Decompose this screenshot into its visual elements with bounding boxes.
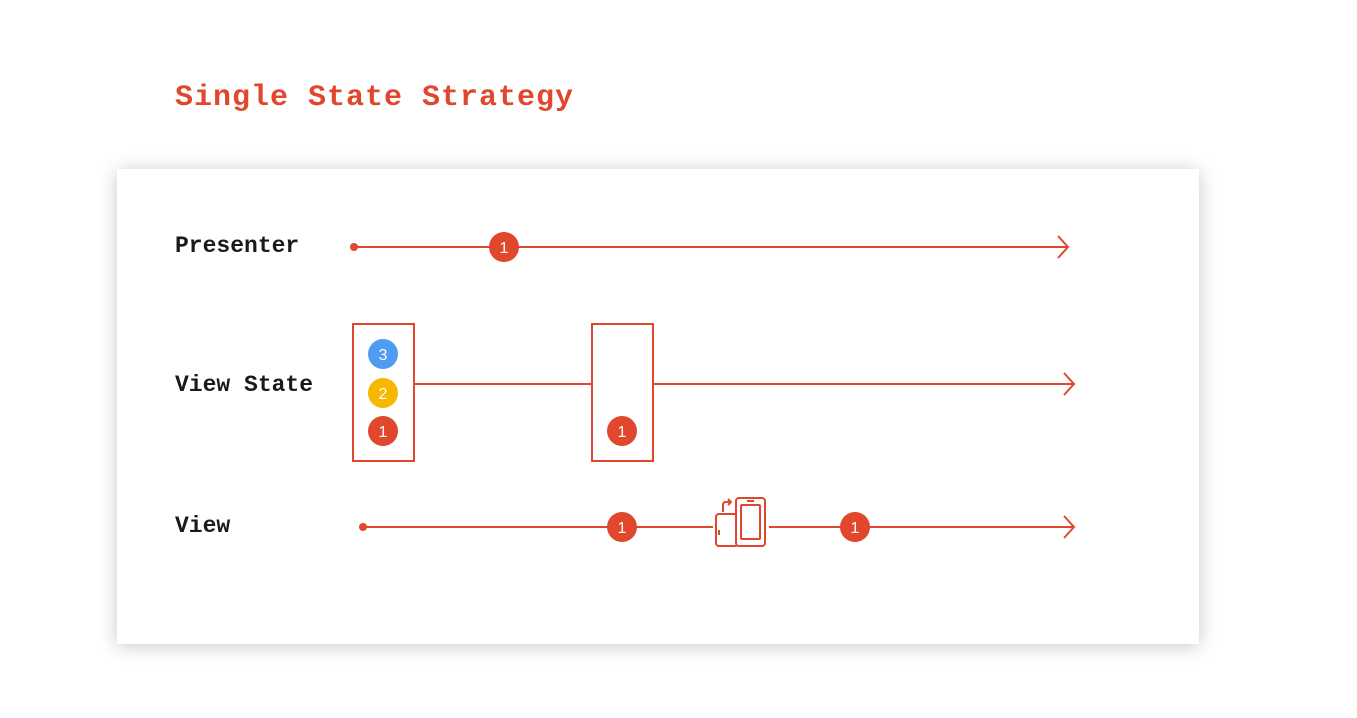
state-badge-1: 1 — [489, 232, 519, 262]
badge-label: 1 — [851, 520, 860, 537]
badge-label: 3 — [379, 347, 388, 364]
state-badge-1: 1 — [840, 512, 870, 542]
state-badge-1: 1 — [607, 416, 637, 446]
badge-label: 1 — [618, 424, 627, 441]
state-badge-3: 3 — [368, 339, 398, 369]
diagram-card: Presenter View State View 1 3 — [117, 169, 1199, 644]
row-label-presenter: Presenter — [175, 233, 300, 259]
badge-label: 1 — [379, 424, 388, 441]
badge-label: 2 — [379, 386, 388, 403]
presenter-timeline: 1 — [350, 232, 1070, 262]
arrowhead-icon — [1063, 372, 1076, 396]
badge-label: 1 — [500, 240, 509, 257]
view-state-timeline: 3 2 1 1 — [352, 323, 1076, 462]
timeline-diagram: 1 3 2 1 1 — [350, 232, 1076, 547]
arrowhead-icon — [1063, 515, 1076, 539]
state-badge-2: 2 — [368, 378, 398, 408]
badge-label: 1 — [618, 520, 627, 537]
state-badge-1: 1 — [368, 416, 398, 446]
row-label-view: View — [175, 513, 231, 539]
view-timeline: 1 1 — [359, 497, 1076, 547]
phone-rotation-icon — [715, 497, 766, 547]
state-badge-1: 1 — [607, 512, 637, 542]
row-label-view-state: View State — [175, 372, 314, 398]
page-title: Single State Strategy — [175, 81, 575, 115]
arrowhead-icon — [1057, 235, 1070, 259]
